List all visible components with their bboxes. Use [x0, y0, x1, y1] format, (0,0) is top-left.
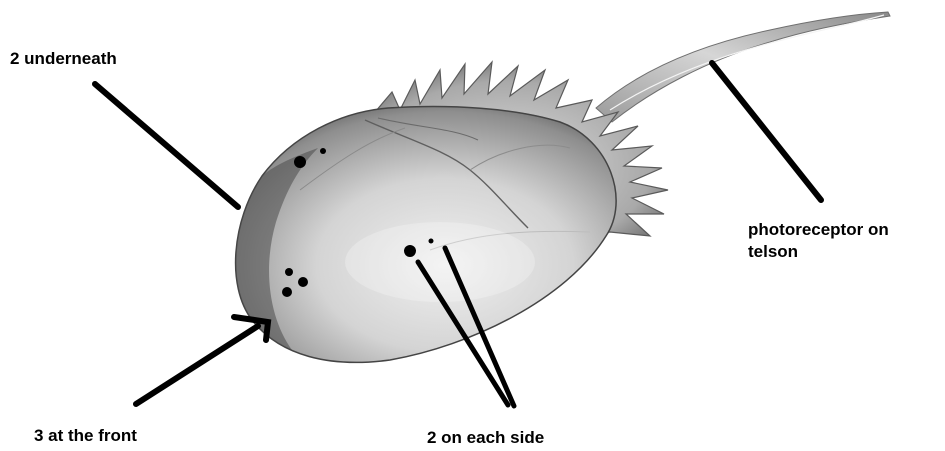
label-photoreceptor-on-telson: photoreceptor on telson	[748, 219, 889, 263]
arrow-shaft-front	[136, 326, 258, 404]
label-2-underneath: 2 underneath	[10, 48, 117, 70]
carapace	[236, 107, 617, 363]
leader-line-underneath	[95, 84, 238, 207]
eye-dot-front-1	[285, 268, 293, 276]
eye-dot-front-2	[298, 277, 308, 287]
leader-line-telson	[712, 63, 821, 200]
eye-dot-side-1	[404, 245, 416, 257]
eye-dot-underneath-small	[320, 148, 326, 154]
eye-dot-side-2	[429, 239, 434, 244]
eye-dot-front-3	[282, 287, 292, 297]
label-3-at-the-front: 3 at the front	[34, 425, 137, 447]
eye-dot-underneath	[294, 156, 306, 168]
label-2-on-each-side: 2 on each side	[427, 427, 544, 449]
